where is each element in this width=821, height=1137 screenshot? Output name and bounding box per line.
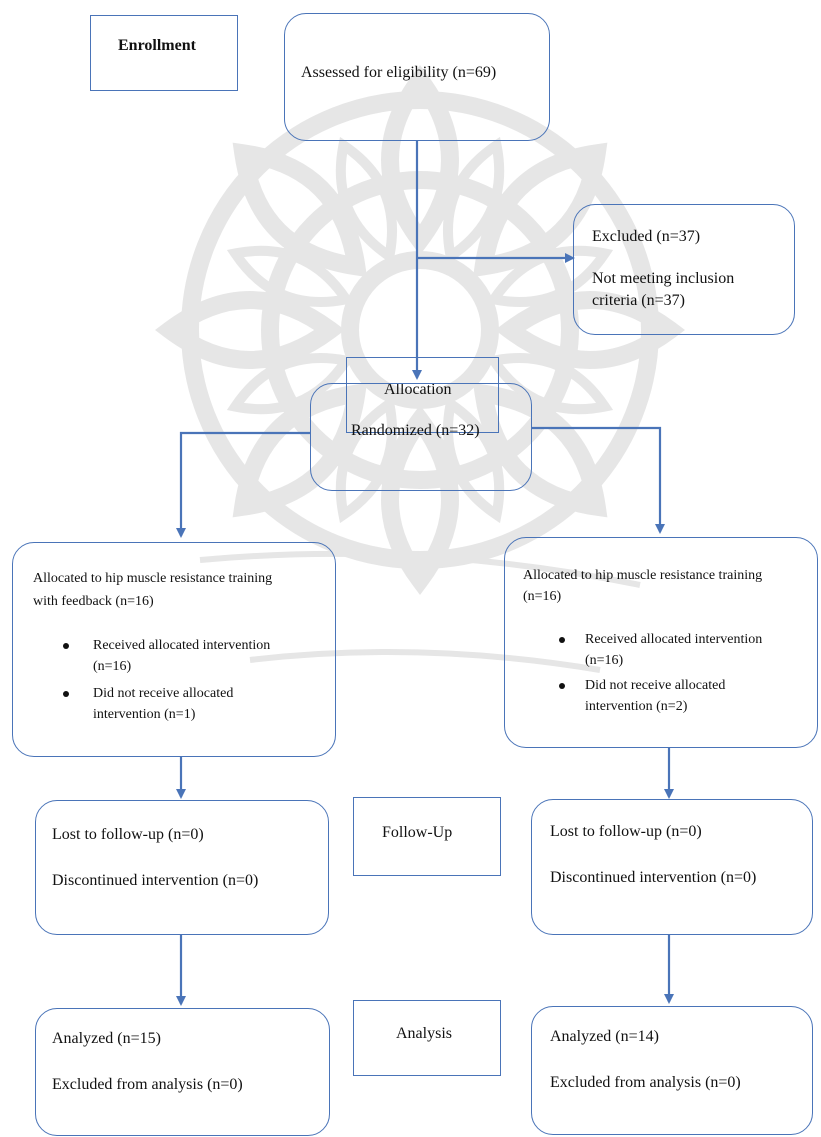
excluded-reason-line1: Not meeting inclusion	[592, 270, 735, 287]
right-discontinued: Discontinued intervention (n=0)	[550, 869, 757, 886]
allocation-label-box: Allocation	[346, 357, 499, 433]
allocation-label: Allocation	[384, 381, 452, 398]
arrow-randomized-to-left-alloc	[176, 431, 310, 538]
left-received-line1: Received allocated intervention	[93, 638, 271, 653]
right-analyzed: Analyzed (n=14)	[550, 1028, 659, 1045]
follow-up-label-box: Follow-Up	[353, 797, 501, 876]
right-excluded-analysis: Excluded from analysis (n=0)	[550, 1074, 741, 1091]
left-followup-box: Lost to follow-up (n=0) Discontinued int…	[35, 800, 329, 935]
right-not-received-bullet	[559, 683, 565, 689]
enrollment-label: Enrollment	[118, 37, 196, 54]
left-allocation-box: Allocated to hip muscle resistance train…	[12, 542, 336, 757]
left-lost-followup: Lost to follow-up (n=0)	[52, 826, 204, 843]
left-alloc-line2: with feedback (n=16)	[33, 594, 154, 609]
right-received-line1: Received allocated intervention	[585, 632, 763, 647]
right-lost-followup: Lost to follow-up (n=0)	[550, 823, 702, 840]
left-not-received-bullet	[63, 691, 69, 697]
left-excluded-analysis: Excluded from analysis (n=0)	[52, 1076, 243, 1093]
right-analysis-box: Analyzed (n=14) Excluded from analysis (…	[531, 1006, 813, 1135]
follow-up-label: Follow-Up	[382, 824, 453, 841]
arrow-randomized-to-right-alloc	[532, 426, 665, 534]
left-not-received-line2: intervention (n=1)	[93, 707, 196, 722]
enrollment-label-box: Enrollment	[90, 15, 238, 91]
assessed-box: Assessed for eligibility (n=69)	[284, 13, 550, 141]
right-alloc-line2: (n=16)	[523, 589, 562, 604]
excluded-reason-line2: criteria (n=37)	[592, 292, 685, 309]
left-discontinued: Discontinued intervention (n=0)	[52, 872, 259, 889]
assessed-text: Assessed for eligibility (n=69)	[301, 64, 497, 81]
right-allocation-box: Allocated to hip muscle resistance train…	[504, 537, 818, 748]
left-received-line2: (n=16)	[93, 659, 132, 674]
right-not-received-line2: intervention (n=2)	[585, 699, 688, 714]
right-received-bullet	[559, 637, 565, 643]
left-received-bullet	[63, 643, 69, 649]
analysis-label-box: Analysis	[353, 1000, 501, 1076]
right-alloc-line1: Allocated to hip muscle resistance train…	[523, 568, 763, 583]
excluded-box: Excluded (n=37) Not meeting inclusion cr…	[573, 204, 795, 335]
randomized-box: Randomized (n=32)	[310, 383, 532, 491]
left-not-received-line1: Did not receive allocated	[93, 686, 234, 701]
left-analyzed: Analyzed (n=15)	[52, 1030, 161, 1047]
right-followup-box: Lost to follow-up (n=0) Discontinued int…	[531, 799, 813, 935]
right-not-received-line1: Did not receive allocated	[585, 678, 726, 693]
right-received-line2: (n=16)	[585, 653, 624, 668]
left-alloc-line1: Allocated to hip muscle resistance train…	[33, 571, 273, 586]
analysis-label: Analysis	[396, 1025, 452, 1042]
left-analysis-box: Analyzed (n=15) Excluded from analysis (…	[35, 1008, 330, 1136]
excluded-title: Excluded (n=37)	[592, 228, 701, 245]
randomized-text: Randomized (n=32)	[351, 422, 480, 439]
